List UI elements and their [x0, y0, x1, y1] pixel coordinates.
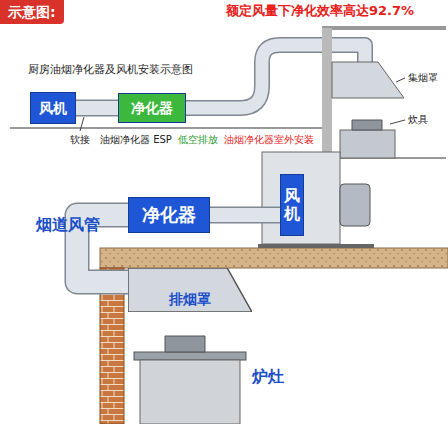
heading-badge: 示意图: — [0, 0, 64, 24]
wall — [322, 28, 332, 158]
box-text: 风机 — [39, 100, 67, 116]
leader-line — [390, 120, 405, 124]
duct — [77, 215, 128, 282]
part-label: 软接 — [70, 134, 90, 146]
stove — [340, 130, 395, 158]
slogan: 额定风量下净化效率高达92.7% — [226, 4, 414, 19]
heading: 示意图: — [8, 4, 56, 20]
note-label: 低空排放 — [178, 134, 218, 146]
stove-top — [134, 352, 246, 360]
fan-base — [258, 244, 374, 248]
pot — [352, 120, 382, 130]
duct-connector — [77, 215, 128, 282]
fan-motor — [340, 184, 370, 226]
duct — [76, 101, 118, 115]
part-label: 烟道风管 — [36, 216, 52, 234]
box-text: 排烟罩 — [169, 291, 211, 307]
fan-box: 风机 — [30, 92, 76, 124]
purifier-box: 净化器 — [128, 197, 210, 233]
stove-body — [140, 360, 240, 424]
ground-line — [10, 127, 322, 129]
duct-outline — [76, 100, 118, 117]
fan-box: 风机 — [280, 174, 304, 236]
ceiling-slab — [100, 248, 448, 268]
smoke-hood — [332, 62, 404, 98]
leader-line — [80, 117, 84, 131]
diagram-title: 厨房油烟净化器及风机安装示意图 — [28, 64, 193, 77]
part-label: 炉灶 — [252, 368, 284, 386]
duct-connector — [210, 215, 280, 216]
box-text: 风机 — [284, 187, 300, 222]
exhaust-hood: 排烟罩 — [128, 268, 252, 312]
part-label: 炊具 — [408, 114, 428, 126]
duct-outline — [210, 207, 280, 224]
part-label: 油烟净化器 ESP — [100, 134, 172, 146]
box-text: 净化器 — [131, 100, 173, 116]
roof — [322, 26, 446, 30]
duct — [210, 208, 280, 222]
duct-connector — [76, 108, 118, 109]
purifier-box: 净化器 — [118, 93, 186, 123]
part-label: 集烟罩 — [408, 72, 438, 84]
wok — [165, 336, 205, 352]
box-text: 净化器 — [142, 205, 196, 226]
fan-housing — [262, 152, 340, 244]
note-label: 油烟净化器室外安装 — [224, 134, 314, 146]
duct-outline — [77, 215, 128, 282]
leader-line — [396, 78, 405, 82]
